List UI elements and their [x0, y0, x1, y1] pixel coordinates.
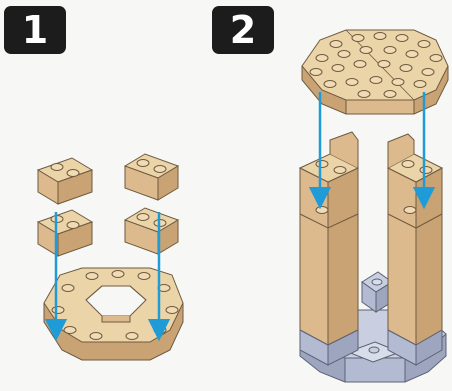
right-tall-column [388, 134, 442, 345]
left-tall-column [300, 132, 358, 345]
step-2-illustration [300, 30, 448, 382]
step-1-illustration [38, 154, 183, 360]
brick-1x2-right-upper [125, 154, 178, 200]
octagon-top-plate [302, 30, 448, 114]
brick-1x2-left-lower [38, 210, 92, 256]
octagon-base-plate [44, 268, 183, 360]
brick-1x2-right-lower [125, 208, 178, 254]
brick-1x2-left-upper [38, 158, 92, 204]
